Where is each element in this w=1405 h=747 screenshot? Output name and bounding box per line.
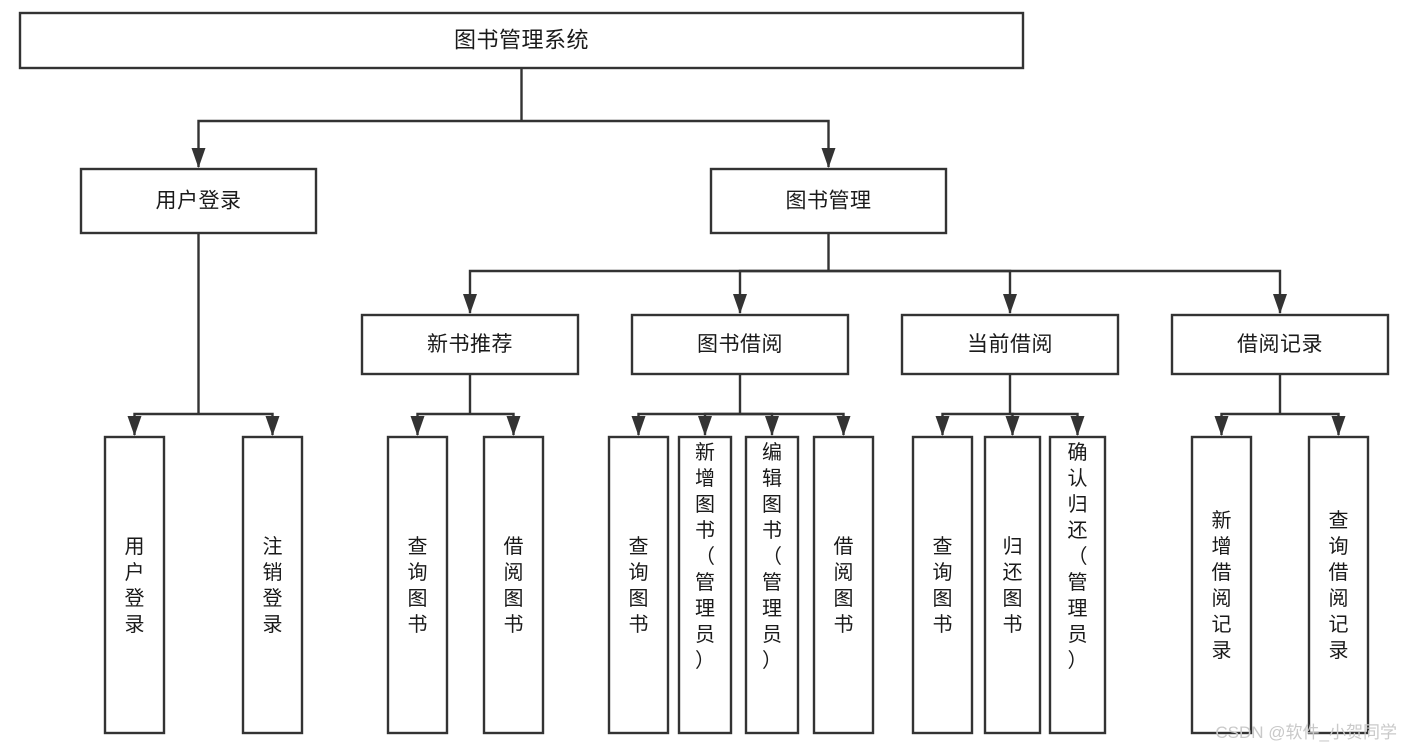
arrow-bookmgmt-to-level3-1 bbox=[733, 294, 747, 314]
node-new-book-recommend-label: 新书推荐 bbox=[427, 333, 513, 356]
node-leaf-query-book-borrow-label: 查询图书 bbox=[629, 535, 649, 636]
node-new-book-recommend[interactable]: 新书推荐 bbox=[360, 313, 580, 376]
node-leaf-query-book-current[interactable]: 查询图书 bbox=[911, 435, 974, 735]
arrow-borrow-record-to-leaf-0 bbox=[1214, 416, 1229, 436]
node-leaf-logout-login-rect bbox=[241, 435, 304, 735]
arrow-borrow-record-to-leaf-1 bbox=[1331, 416, 1346, 436]
node-user-login-rect bbox=[79, 167, 318, 235]
node-leaf-add-book-admin-label: 新增图书（管理员） bbox=[695, 441, 715, 672]
node-borrow-record[interactable]: 借阅记录 bbox=[1170, 313, 1390, 376]
arrow-bookmgmt-to-level3-3 bbox=[1273, 294, 1287, 314]
connector-user-login-to-leaf-0 bbox=[133, 412, 199, 435]
node-leaf-query-book-recommend-rect bbox=[386, 435, 449, 735]
node-book-management[interactable]: 图书管理 bbox=[709, 167, 948, 235]
nodes-layer: 图书管理系统用户登录图书管理新书推荐图书借阅当前借阅借阅记录用户登录注销登录查询… bbox=[18, 11, 1390, 735]
node-user-login-label: 用户登录 bbox=[156, 190, 242, 213]
node-leaf-return-book-rect bbox=[983, 435, 1042, 735]
node-borrow-record-rect bbox=[1170, 313, 1390, 376]
arrow-root-to-level2-0 bbox=[191, 148, 206, 168]
arrow-bookmgmt-to-level3-0 bbox=[463, 294, 477, 314]
node-current-borrow-label: 当前借阅 bbox=[967, 333, 1053, 356]
arrow-bookmgmt-to-level3-2 bbox=[1003, 294, 1017, 314]
node-leaf-edit-book-admin[interactable]: 编辑图书（管理员） bbox=[744, 435, 800, 735]
node-leaf-borrow-book[interactable]: 借阅图书 bbox=[812, 435, 875, 735]
node-leaf-edit-book-admin-label: 编辑图书（管理员） bbox=[762, 441, 782, 672]
connector-current-borrow-to-leaf-2 bbox=[1010, 412, 1079, 435]
arrow-new-book-recommend-to-leaf-1 bbox=[506, 416, 521, 436]
node-book-management-label: 图书管理 bbox=[786, 190, 872, 213]
node-leaf-borrow-book-recommend-rect bbox=[482, 435, 545, 735]
node-leaf-borrow-book-rect bbox=[812, 435, 875, 735]
node-leaf-borrow-book-recommend[interactable]: 借阅图书 bbox=[482, 435, 545, 735]
node-leaf-confirm-return-admin-rect bbox=[1048, 435, 1107, 735]
node-leaf-edit-book-admin-rect bbox=[744, 435, 800, 735]
node-leaf-user-login-rect bbox=[103, 435, 166, 735]
node-book-management-rect bbox=[709, 167, 948, 235]
arrow-root-to-level2-1 bbox=[821, 148, 836, 168]
node-user-login[interactable]: 用户登录 bbox=[79, 167, 318, 235]
node-new-book-recommend-rect bbox=[360, 313, 580, 376]
node-book-borrow[interactable]: 图书借阅 bbox=[630, 313, 850, 376]
node-borrow-record-label: 借阅记录 bbox=[1237, 333, 1323, 356]
arrow-current-borrow-to-leaf-2 bbox=[1070, 416, 1085, 436]
node-leaf-add-borrow-record-label: 新增借阅记录 bbox=[1212, 509, 1232, 662]
node-leaf-logout-login-label: 注销登录 bbox=[263, 535, 283, 636]
connector-book-borrow-to-leaf-3 bbox=[740, 412, 845, 435]
connector-bookmgmt-to-level3-2 bbox=[828, 269, 1012, 313]
node-leaf-query-book-current-label: 查询图书 bbox=[933, 535, 953, 636]
node-root-root-rect bbox=[18, 11, 1025, 70]
connector-borrow-record-to-leaf-1 bbox=[1280, 412, 1340, 435]
connector-borrow-record-to-leaf-0 bbox=[1220, 412, 1280, 435]
node-leaf-return-book-label: 归还图书 bbox=[1003, 535, 1023, 636]
node-root-root-label: 图书管理系统 bbox=[454, 27, 589, 52]
connector-book-borrow-to-leaf-0 bbox=[637, 412, 740, 435]
node-current-borrow-rect bbox=[900, 313, 1120, 376]
arrow-book-borrow-to-leaf-2 bbox=[765, 416, 779, 436]
node-leaf-user-login[interactable]: 用户登录 bbox=[103, 435, 166, 735]
node-leaf-logout-login[interactable]: 注销登录 bbox=[241, 435, 304, 735]
watermark-text: CSDN @软件_小贺同学 bbox=[1215, 723, 1397, 742]
node-leaf-query-borrow-record-rect bbox=[1307, 435, 1370, 735]
connector-bookmgmt-to-level3-3 bbox=[828, 269, 1282, 313]
node-leaf-confirm-return-admin-label: 确认归还（管理员） bbox=[1068, 441, 1088, 672]
arrow-user-login-to-leaf-1 bbox=[265, 416, 280, 436]
connector-bookmgmt-to-level3-0 bbox=[468, 269, 829, 313]
node-leaf-confirm-return-admin[interactable]: 确认归还（管理员） bbox=[1048, 435, 1107, 735]
node-leaf-query-book-borrow[interactable]: 查询图书 bbox=[607, 435, 670, 735]
connector-user-login-to-leaf-1 bbox=[198, 412, 274, 435]
connector-root-to-level2-1 bbox=[521, 119, 830, 167]
connector-new-book-recommend-to-leaf-0 bbox=[416, 412, 470, 435]
node-leaf-borrow-book-label: 借阅图书 bbox=[834, 535, 854, 636]
node-leaf-return-book[interactable]: 归还图书 bbox=[983, 435, 1042, 735]
node-leaf-user-login-label: 用户登录 bbox=[125, 536, 145, 636]
connectors-layer bbox=[127, 68, 1346, 436]
connector-root-to-level2-0 bbox=[197, 119, 522, 167]
arrow-book-borrow-to-leaf-1 bbox=[698, 416, 712, 436]
arrow-user-login-to-leaf-0 bbox=[127, 416, 142, 436]
connector-current-borrow-to-leaf-0 bbox=[941, 412, 1010, 435]
node-leaf-borrow-book-recommend-label: 借阅图书 bbox=[504, 535, 524, 636]
arrow-current-borrow-to-leaf-0 bbox=[935, 416, 950, 436]
node-leaf-add-book-admin[interactable]: 新增图书（管理员） bbox=[677, 435, 733, 735]
node-leaf-query-book-current-rect bbox=[911, 435, 974, 735]
node-leaf-query-book-recommend-label: 查询图书 bbox=[408, 535, 428, 636]
node-leaf-query-borrow-record[interactable]: 查询借阅记录 bbox=[1307, 435, 1370, 735]
node-leaf-add-borrow-record-rect bbox=[1190, 435, 1253, 735]
node-current-borrow[interactable]: 当前借阅 bbox=[900, 313, 1120, 376]
node-root-root[interactable]: 图书管理系统 bbox=[18, 11, 1025, 70]
node-leaf-add-borrow-record[interactable]: 新增借阅记录 bbox=[1190, 435, 1253, 735]
node-leaf-query-borrow-record-label: 查询借阅记录 bbox=[1329, 509, 1349, 662]
node-leaf-add-book-admin-rect bbox=[677, 435, 733, 735]
arrow-book-borrow-to-leaf-3 bbox=[836, 416, 851, 436]
node-leaf-query-book-borrow-rect bbox=[607, 435, 670, 735]
connector-bookmgmt-to-level3-1 bbox=[738, 269, 829, 313]
node-leaf-query-book-recommend[interactable]: 查询图书 bbox=[386, 435, 449, 735]
arrow-new-book-recommend-to-leaf-0 bbox=[410, 416, 425, 436]
node-book-borrow-rect bbox=[630, 313, 850, 376]
arrow-current-borrow-to-leaf-1 bbox=[1005, 416, 1020, 436]
arrow-book-borrow-to-leaf-0 bbox=[631, 416, 646, 436]
node-book-borrow-label: 图书借阅 bbox=[697, 333, 783, 356]
